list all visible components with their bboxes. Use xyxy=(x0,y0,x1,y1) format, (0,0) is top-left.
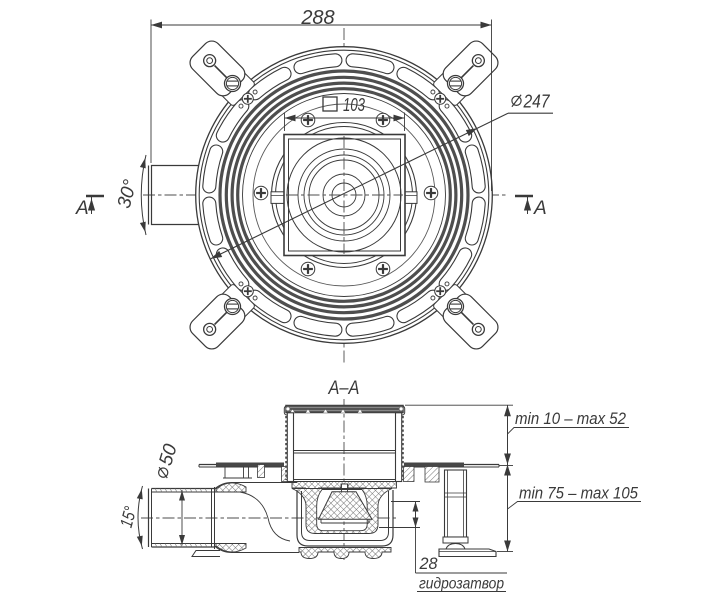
svg-text:гидрозатвор: гидрозатвор xyxy=(419,576,504,593)
svg-text:min 75 – max 105: min 75 – max 105 xyxy=(519,484,638,503)
svg-text:A: A xyxy=(533,198,547,219)
svg-text:28: 28 xyxy=(419,554,438,573)
svg-text:min 10 – max 52: min 10 – max 52 xyxy=(515,409,626,428)
svg-text:103: 103 xyxy=(343,95,365,115)
svg-text:247: 247 xyxy=(523,92,551,112)
svg-text:A–A: A–A xyxy=(328,378,360,399)
svg-text:288: 288 xyxy=(300,7,334,29)
svg-text:A: A xyxy=(75,198,89,219)
